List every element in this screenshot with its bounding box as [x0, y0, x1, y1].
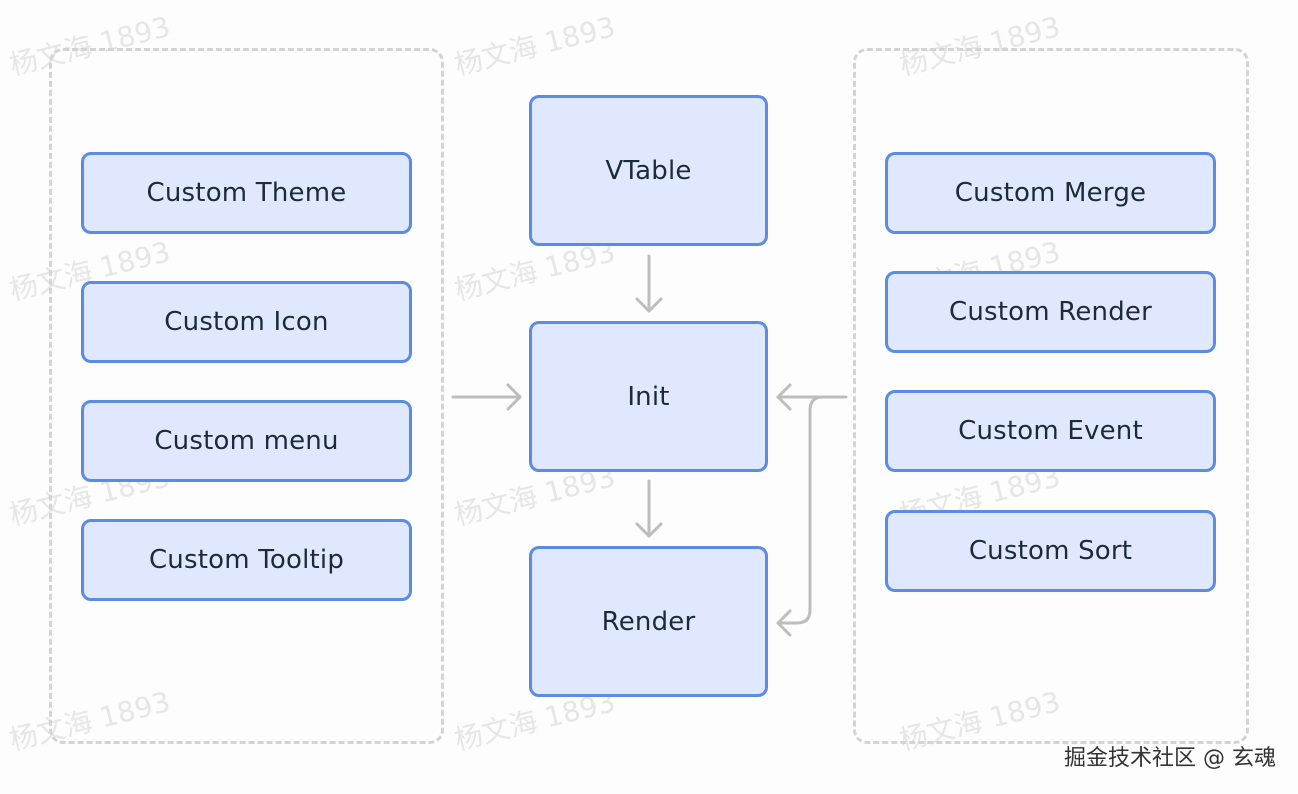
custom-render-node: Custom Render: [885, 271, 1216, 353]
custom-merge-node: Custom Merge: [885, 152, 1216, 234]
right-group-to-init-arrowhead: [776, 383, 792, 411]
source-credit: 掘金技术社区 @ 玄魂: [1064, 746, 1276, 771]
custom-theme-node: Custom Theme: [81, 152, 412, 234]
init-to-render-arrowhead: [635, 522, 663, 538]
vtable-to-init-arrowhead: [635, 297, 663, 313]
custom-icon-node: Custom Icon: [81, 281, 412, 363]
render-node: Render: [529, 546, 768, 697]
left-customization-group: [49, 48, 444, 744]
vtable-node: VTable: [529, 95, 768, 246]
right-group-to-render-arrowhead: [776, 609, 792, 637]
custom-event-node: Custom Event: [885, 390, 1216, 472]
right-customization-group: [853, 48, 1249, 744]
custom-menu-node: Custom menu: [81, 400, 412, 482]
custom-sort-node: Custom Sort: [885, 510, 1216, 592]
left-group-to-init-arrowhead: [506, 383, 522, 411]
right-group-to-render-arrow: [776, 395, 848, 625]
custom-tooltip-node: Custom Tooltip: [81, 519, 412, 601]
init-node: Init: [529, 321, 768, 472]
